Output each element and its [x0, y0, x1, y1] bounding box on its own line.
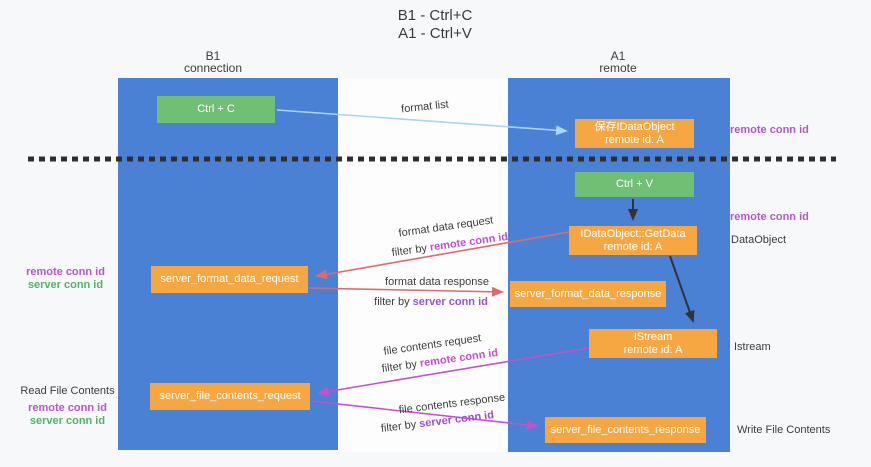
lane-header-a1: A1 remote — [568, 50, 668, 74]
annotation-server-conn-id-left-2: server conn id — [29, 415, 106, 427]
node-istream-line2: remote id: A — [623, 343, 683, 356]
lane-a1-role: remote — [599, 61, 637, 75]
node-server-file-contents-request: server_file_contents_request — [150, 383, 310, 410]
node-save-line2: remote id: A — [605, 133, 664, 146]
node-server-format-data-response: server_format_data_response — [510, 281, 666, 307]
node-istream-line1: IStream — [633, 330, 673, 343]
node-file-response-label: server_file_contents_response — [550, 423, 701, 436]
label-format-data-response: format data response — [385, 276, 489, 288]
node-server-file-contents-response: server_file_contents_response — [545, 417, 706, 443]
node-save-line1: 保存IDataObject — [594, 120, 675, 133]
annotation-remote-conn-id-mid: remote conn id — [730, 211, 809, 223]
node-ctrl-v: Ctrl + V — [575, 172, 694, 197]
annotation-read-file-contents: Read File Contents — [20, 385, 115, 397]
node-getdata-line1: IDataObject::GetData — [580, 227, 686, 240]
annotation-remote-conn-id-top: remote conn id — [730, 124, 809, 136]
node-ctrl-c: Ctrl + C — [157, 96, 275, 123]
annotation-dataobject: DataObject — [731, 234, 787, 246]
diagram-title: B1 - Ctrl+C A1 - Ctrl+V — [335, 7, 535, 43]
node-ctrl-c-label: Ctrl + C — [197, 103, 235, 115]
node-server-format-data-request: server_format_data_request — [151, 266, 308, 293]
node-format-request-label: server_format_data_request — [160, 273, 299, 285]
node-format-response-label: server_format_data_response — [514, 287, 662, 300]
lane-header-b1: B1 connection — [163, 50, 263, 74]
annotation-istream: Istream — [734, 341, 771, 353]
title-line-2: A1 - Ctrl+V — [398, 25, 472, 42]
annotation-write-file-contents: Write File Contents — [737, 424, 831, 436]
annotation-conn-ids-file: remote conn id server conn id — [20, 402, 115, 428]
annotation-server-conn-id-left-1: server conn id — [27, 279, 104, 291]
annotation-conn-ids-format: remote conn id server conn id — [18, 266, 113, 292]
annotation-remote-conn-id-left-2: remote conn id — [28, 402, 107, 414]
annotation-remote-conn-id-left-1: remote conn id — [26, 266, 105, 278]
node-getdata-line2: remote id: A — [603, 240, 663, 253]
title-line-1: B1 - Ctrl+C — [397, 7, 473, 24]
lane-a1-name: A1 — [610, 49, 626, 63]
node-file-request-label: server_file_contents_request — [159, 390, 301, 402]
node-istream: IStream remote id: A — [589, 329, 717, 358]
node-ctrl-v-label: Ctrl + V — [616, 178, 653, 190]
lane-b1-name: B1 — [205, 49, 221, 63]
filter-key-server-1: server conn id — [412, 296, 488, 308]
lane-b1-role: connection — [183, 61, 243, 75]
node-idataobject-getdata: IDataObject::GetData remote id: A — [569, 226, 697, 255]
filter-by-text-2: filter by — [374, 296, 413, 308]
node-save-idataobject: 保存IDataObject remote id: A — [575, 119, 694, 148]
label-filter-server-1: filter by server conn id — [372, 296, 490, 309]
